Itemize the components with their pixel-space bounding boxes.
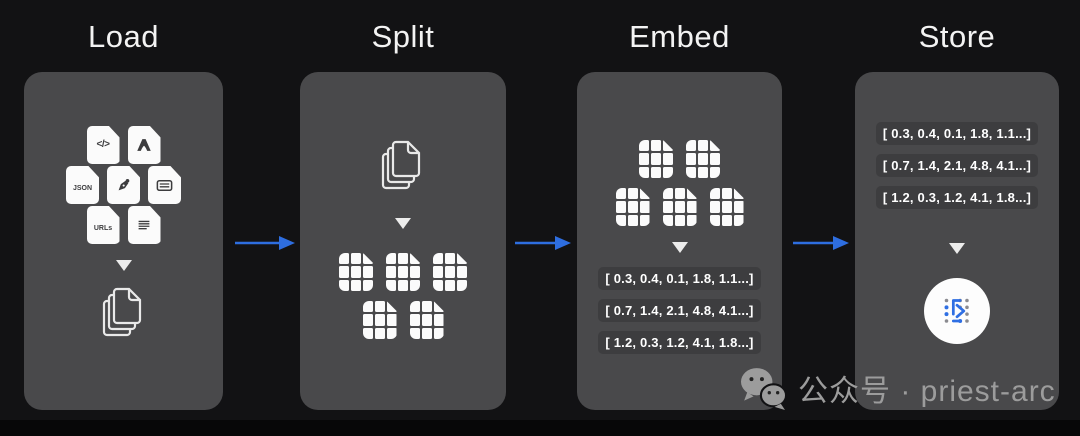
embed-panel: [ 0.3, 0.4, 0.1, 1.8, 1.1...] [ 0.7, 1.4… (577, 72, 782, 410)
vector-chip: [ 0.3, 0.4, 0.1, 1.8, 1.1...] (598, 267, 761, 290)
urls-glyph: URLs (93, 224, 113, 232)
document-stack-icon (381, 140, 421, 190)
card-glyph (156, 179, 173, 191)
chunk-icon (433, 253, 467, 291)
vector-chip: [ 0.3, 0.4, 0.1, 1.8, 1.1...] (875, 122, 1039, 145)
dot-grid-glyph (944, 298, 969, 323)
chunks-cluster (339, 253, 467, 339)
chunk-icon (362, 301, 397, 339)
chunk-icon (409, 301, 444, 339)
vector-chip: [ 1.2, 0.3, 1.2, 4.1, 1.8...] (875, 186, 1039, 209)
down-arrow-icon (395, 218, 411, 229)
design-file-icon (107, 166, 140, 204)
urls-file-icon: URLs (86, 206, 120, 244)
split-panel (300, 72, 506, 410)
vector-chip: [ 0.7, 1.4, 2.1, 4.8, 4.1...] (598, 299, 761, 322)
down-arrow-icon (671, 242, 688, 253)
document-stack-icon (102, 287, 141, 337)
step-title-store: Store (918, 19, 996, 54)
chunk-icon (615, 188, 650, 226)
source-files-cluster: </> JSON (66, 126, 181, 244)
pdf-file-icon (127, 126, 161, 164)
vector-list: [ 0.3, 0.4, 0.1, 1.8, 1.1...] [ 0.7, 1.4… (875, 122, 1039, 209)
store-panel: [ 0.3, 0.4, 0.1, 1.8, 1.1...] [ 0.7, 1.4… (855, 72, 1059, 410)
chunk-icon (339, 253, 373, 291)
down-arrow-icon (115, 260, 132, 271)
step-title-load: Load (88, 19, 159, 54)
vector-chip: [ 0.7, 1.4, 2.1, 4.8, 4.1...] (875, 154, 1039, 177)
chunk-icon (386, 253, 420, 291)
text-file-icon (127, 206, 161, 244)
code-glyph: </> (96, 139, 110, 150)
chunk-icon (709, 188, 744, 226)
vector-chip: [ 1.2, 0.3, 1.2, 4.1, 1.8...] (598, 331, 761, 354)
vector-db-icon (924, 278, 990, 344)
json-file-icon: JSON (66, 166, 99, 204)
load-panel: </> JSON (24, 72, 223, 410)
watermark-label: 公众号 · priest-arc (798, 375, 1056, 408)
down-arrow-icon (949, 243, 965, 254)
flow-arrow-icon (793, 236, 849, 250)
pen-glyph (118, 179, 129, 191)
step-title-embed: Embed (629, 19, 730, 54)
code-file-icon: </> (86, 126, 120, 164)
pdf-glyph (137, 139, 151, 151)
step-title-split: Split (371, 19, 435, 54)
json-glyph: JSON (72, 184, 93, 192)
vector-list: [ 0.3, 0.4, 0.1, 1.8, 1.1...] [ 0.7, 1.4… (598, 267, 761, 354)
wechat-icon (741, 368, 788, 410)
flow-arrow-icon (235, 236, 295, 250)
chunk-icon (639, 140, 673, 178)
chunks-cluster (615, 140, 744, 226)
bottom-strip (0, 420, 1080, 436)
text-lines-glyph (138, 220, 150, 230)
chunk-icon (686, 140, 720, 178)
watermark: 公众号 · priest-arc (738, 366, 1056, 410)
table-file-icon (148, 166, 181, 204)
chunk-icon (662, 188, 697, 226)
flow-arrow-icon (515, 236, 571, 250)
